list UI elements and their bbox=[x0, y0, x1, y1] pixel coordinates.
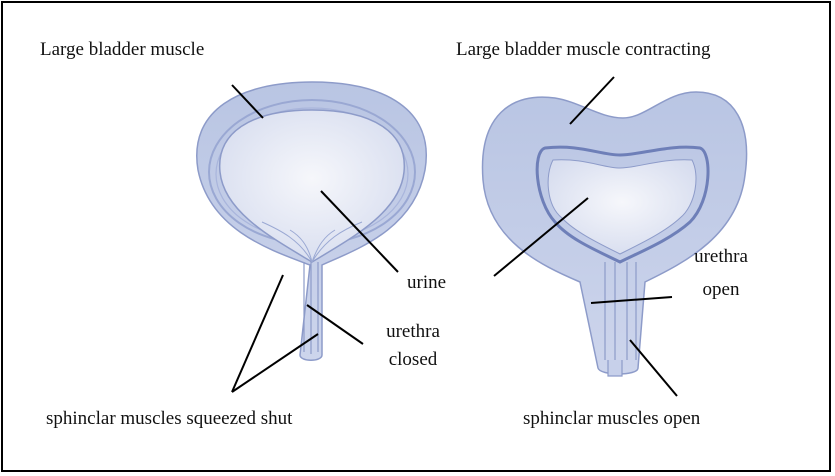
right-bladder bbox=[483, 92, 747, 376]
label-urethra-closed-line1: urethra bbox=[368, 320, 458, 344]
label-large-bladder-muscle-contracting: Large bladder muscle contracting bbox=[456, 38, 710, 62]
right-urethra-tip bbox=[608, 360, 622, 376]
label-urine: urine bbox=[407, 271, 446, 295]
left-bladder-urine-interior bbox=[220, 110, 405, 262]
label-sphincter-open: sphinclar muscles open bbox=[523, 407, 700, 431]
label-urethra-open-line1: urethra bbox=[676, 245, 766, 269]
left-bladder bbox=[197, 82, 427, 360]
label-urethra-closed-line2: closed bbox=[368, 348, 458, 372]
label-large-bladder-muscle: Large bladder muscle bbox=[40, 38, 204, 62]
label-sphincter-squeezed-shut: sphinclar muscles squeezed shut bbox=[46, 407, 292, 431]
label-urethra-open-line2: open bbox=[676, 278, 766, 302]
